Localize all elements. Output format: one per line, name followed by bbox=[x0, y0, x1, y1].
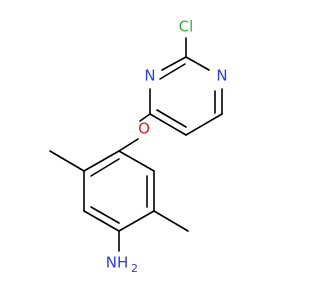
bond-n1-c2-inner bbox=[159, 63, 186, 80]
atom-nh2-symbol: NH bbox=[106, 254, 129, 272]
bond-o-c1 bbox=[118, 138, 139, 152]
bond-b1-b2 bbox=[118, 150, 155, 172]
bond-c2-n3 bbox=[185, 56, 210, 71]
bond-methyl-bottom bbox=[153, 210, 189, 232]
atom-o: O bbox=[138, 120, 150, 138]
atom-nh2-subscript: 2 bbox=[131, 262, 138, 275]
bond-c5-c6 bbox=[149, 113, 187, 136]
bond-b3-b4 bbox=[118, 210, 155, 232]
bond-methyl-top bbox=[49, 150, 85, 172]
bond-n1-c2 bbox=[161, 56, 187, 71]
atom-nh2: NH 2 bbox=[106, 254, 138, 276]
atom-labels: Cl N N O NH 2 bbox=[106, 18, 228, 276]
atom-cl: Cl bbox=[179, 18, 194, 36]
bond-b4-b5 bbox=[83, 210, 120, 232]
atom-n-left: N bbox=[144, 67, 155, 85]
atom-n-right: N bbox=[216, 67, 227, 85]
chemical-structure-diagram: Cl N N O NH 2 bbox=[49, 18, 228, 276]
bond-c4-c5 bbox=[185, 113, 223, 136]
bond-b6-b1-inner bbox=[90, 158, 120, 177]
bond-lines bbox=[49, 37, 223, 252]
bond-c5-c6-inner bbox=[156, 109, 187, 128]
bond-b4-b5-inner bbox=[90, 206, 120, 224]
bond-b6-b1 bbox=[83, 150, 120, 172]
bond-c6-o bbox=[139, 113, 151, 122]
